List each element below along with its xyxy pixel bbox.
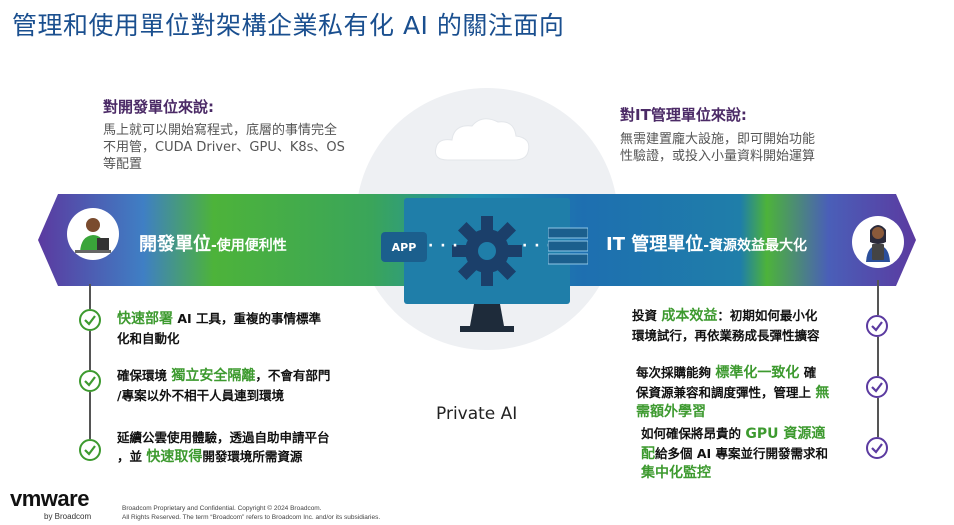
highlight-text: 需額外學習	[636, 404, 706, 420]
it-band-sub: -資源效益最大化	[703, 238, 808, 254]
check-icon	[866, 437, 888, 459]
item-text: 如何確保將昂貴的	[641, 426, 746, 441]
it-band-label: IT 管理單位-資源效益最大化	[606, 230, 807, 256]
highlight-text: 配	[641, 446, 655, 462]
check-icon	[79, 439, 101, 461]
highlight-text: 快速取得	[146, 449, 203, 465]
broadcom-sub-logo: by Broadcom	[44, 512, 92, 521]
legal-line: Broadcom Proprietary and Confidential. C…	[122, 505, 322, 512]
highlight-text: 快速部署	[117, 311, 173, 327]
item-text: 保資源兼容和調度彈性，管理上	[636, 385, 816, 400]
it-band-title: IT 管理單位	[606, 234, 704, 255]
item-text: /專案以外不相干人員連到環境	[117, 388, 285, 403]
highlight-text: 無	[815, 385, 830, 401]
check-icon	[866, 376, 888, 398]
item-text: 環境試行，再依業務成長彈性擴容	[632, 328, 820, 343]
dev-desc-line: 不用管，CUDA Driver、GPU、K8s、OS	[103, 140, 345, 155]
dev-description: 馬上就可以開始寫程式，底層的事情完全 不用管，CUDA Driver、GPU、K…	[103, 122, 393, 173]
item-text: 延續公雲使用體驗，透過自助申請平台	[117, 430, 330, 445]
item-text: ，不會有部門	[255, 368, 331, 383]
it-description: 無需建置龐大設施，即可開始功能 性驗證，或投入小量資料開始運算	[620, 131, 880, 165]
it-desc-line: 無需建置龐大設施，即可開始功能	[620, 132, 816, 147]
dev-desc-line: 等配置	[103, 157, 143, 172]
server-stack-icon	[548, 227, 588, 265]
it-timeline-line	[877, 280, 879, 456]
highlight-text: 標準化一致化	[715, 365, 800, 381]
dev-band-sub: -使用便利性	[211, 238, 287, 254]
legal-line: All Rights Reserved. The term “Broadcom”…	[122, 514, 381, 521]
dev-item: 確保環境 獨立安全隔離，不會有部門 /專案以外不相干人員連到環境	[117, 366, 397, 405]
item-text: ，並	[117, 449, 147, 464]
connector-dots-right: · · ·	[522, 238, 553, 254]
it-item: 每次採購能夠 標準化一致化 確 保資源兼容和調度彈性，管理上 無 需額外學習	[636, 363, 862, 422]
vmware-logo: vmware	[10, 486, 89, 511]
item-text: 給多個 AI 專案並行開發需求和	[655, 446, 829, 461]
private-ai-label: Private AI	[436, 404, 518, 424]
legal-text: Broadcom Proprietary and Confidential. C…	[122, 504, 380, 522]
developer-avatar	[67, 208, 119, 260]
gear-icon	[452, 216, 522, 286]
it-manager-avatar	[852, 216, 904, 268]
dev-band-title: 開發單位	[139, 234, 211, 255]
dev-desc-line: 馬上就可以開始寫程式，底層的事情完全	[103, 123, 338, 138]
dev-item: 延續公雲使用體驗，透過自助申請平台 ，並 快速取得開發環境所需資源	[117, 428, 397, 467]
it-heading: 對IT管理單位來說:	[620, 106, 747, 124]
highlight-text: 集中化監控	[641, 465, 711, 481]
item-text: 開發環境所需資源	[202, 449, 303, 464]
check-icon	[866, 315, 888, 337]
page-title: 管理和使用單位對架構企業私有化 AI 的關注面向	[12, 11, 565, 40]
it-desc-line: 性驗證，或投入小量資料開始運算	[620, 149, 816, 164]
check-icon	[79, 370, 101, 392]
dev-band-label: 開發單位-使用便利性	[139, 230, 287, 256]
item-text: 化和自動化	[117, 331, 180, 346]
item-text: 投資	[632, 308, 662, 323]
monitor-stand	[460, 304, 514, 332]
item-text: AI 工具，重複的事情標準	[173, 311, 322, 326]
highlight-text: GPU 資源適	[745, 426, 826, 442]
dev-heading: 對開發單位來說:	[103, 98, 214, 116]
it-item: 投資 成本效益：初期如何最小化 環境試行，再依業務成長彈性擴容	[632, 306, 862, 345]
dev-item: 快速部署 AI 工具，重複的事情標準 化和自動化	[117, 309, 387, 348]
item-text: 每次採購能夠	[636, 365, 716, 380]
app-box: APP	[381, 232, 427, 262]
highlight-text: 獨立安全隔離	[171, 368, 256, 384]
highlight-text: 成本效益	[661, 308, 718, 324]
connector-dots-left: · · ·	[428, 238, 459, 254]
item-text: 確保環境	[117, 368, 172, 383]
it-item: 如何確保將昂貴的 GPU 資源適 配給多個 AI 專案並行開發需求和 集中化監控	[641, 424, 863, 483]
cloud-icon	[435, 118, 530, 161]
item-text: ：初期如何最小化	[717, 308, 818, 323]
item-text: 確	[799, 365, 817, 380]
check-icon	[79, 309, 101, 331]
